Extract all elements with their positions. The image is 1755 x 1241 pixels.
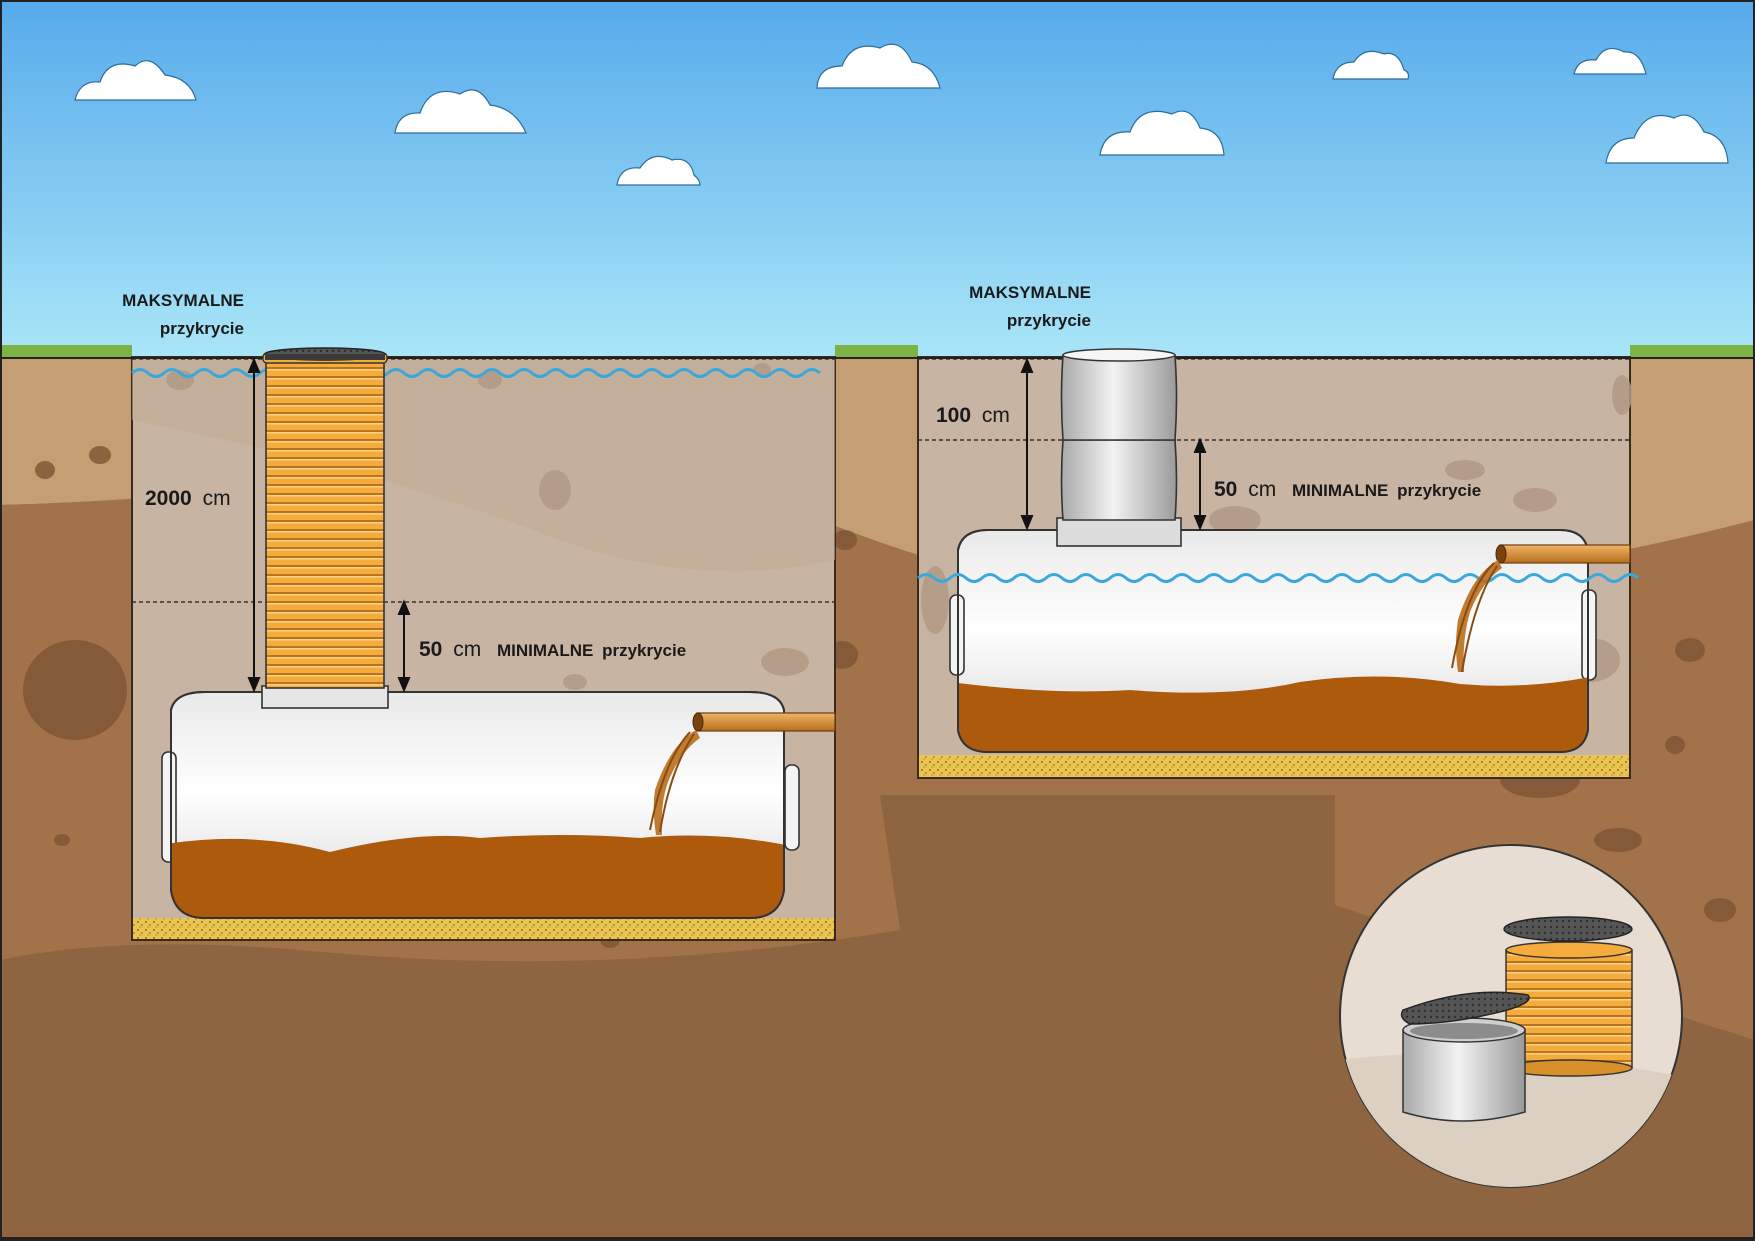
- concrete-ring-icon: [1056, 348, 1182, 547]
- inlet-pipe-icon: [1451, 544, 1631, 673]
- water-table-line: [917, 573, 1639, 583]
- concrete-ring-icon: [1402, 1017, 1526, 1122]
- left-depth-label: 2000 cm: [145, 487, 231, 510]
- soil-layer-deep: [0, 795, 1755, 1241]
- right-min-label: 50 cm: [1214, 478, 1276, 501]
- left-max-sub: przykrycie: [160, 319, 244, 338]
- left-min-unit: cm: [453, 638, 481, 661]
- right-min-unit: cm: [1248, 478, 1276, 501]
- manhole-lid-icon: [1400, 991, 1530, 1025]
- left-min-label: 50 cm: [419, 638, 481, 661]
- right-labels: MAKSYMALNE przykrycie 100 cm 50 cm MINIM…: [936, 283, 1481, 501]
- inlet-pipe-icon: [649, 712, 836, 835]
- right-min-sub: przykrycie: [1397, 481, 1481, 500]
- sand-bed: [919, 755, 1629, 777]
- corrugated-riser-icon: [1505, 941, 1633, 1077]
- left-depth-value: 2000: [145, 487, 192, 510]
- right-depth-value: 100: [936, 404, 971, 427]
- manhole-lid-icon: [264, 347, 386, 361]
- right-min-cover: MINIMALNE przykrycie: [1292, 481, 1481, 500]
- left-min-cover: MINIMALNE przykrycie: [497, 641, 686, 660]
- right-depth-label: 100 cm: [936, 404, 1010, 427]
- sludge: [171, 835, 784, 918]
- right-max-title: MAKSYMALNE: [969, 283, 1091, 302]
- cloud-icon: [74, 43, 1729, 186]
- right-min-value: 50: [1214, 478, 1237, 501]
- grass: [0, 345, 1755, 357]
- manhole-lid-icon: [1503, 916, 1633, 942]
- left-min-word: MINIMALNE: [497, 641, 593, 660]
- dimension-arrow: [1020, 357, 1207, 531]
- sand-bed: [133, 918, 834, 939]
- right-max-sub: przykrycie: [1007, 311, 1091, 330]
- sludge: [958, 675, 1588, 752]
- right-min-word: MINIMALNE: [1292, 481, 1388, 500]
- corrugated-riser-icon: [261, 352, 389, 709]
- left-septic-tank: [161, 691, 800, 919]
- left-depth-unit: cm: [203, 487, 231, 510]
- left-min-value: 50: [419, 638, 442, 661]
- left-max-title: MAKSYMALNE: [122, 291, 244, 310]
- dimension-arrow: [247, 357, 411, 693]
- right-depth-unit: cm: [982, 404, 1010, 427]
- left-labels: MAKSYMALNE przykrycie 2000 cm 50 cm MINI…: [122, 291, 686, 661]
- water-table-line: [131, 368, 821, 378]
- right-septic-tank: [949, 529, 1597, 753]
- left-min-sub: przykrycie: [602, 641, 686, 660]
